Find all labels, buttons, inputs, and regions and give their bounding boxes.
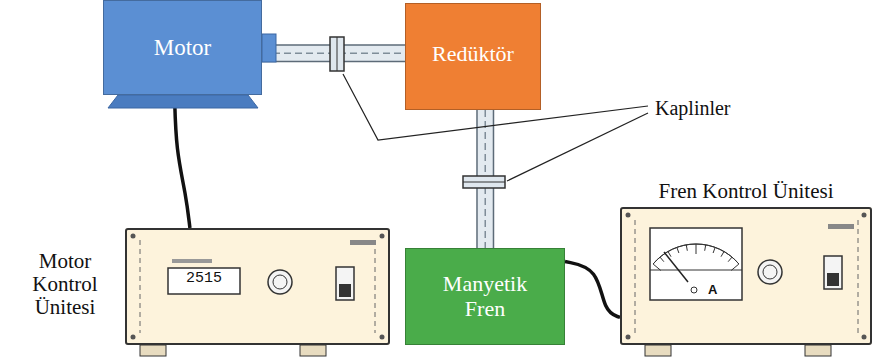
brake-box: Manyetik Fren bbox=[405, 248, 565, 345]
motor-foot bbox=[108, 95, 258, 108]
motor-control-device bbox=[125, 228, 390, 356]
unit-label: Motor Kontrol Ünitesi bbox=[9, 250, 121, 319]
part-name: Motor bbox=[154, 35, 212, 60]
callout-label: Kaplinler bbox=[655, 97, 731, 120]
part-name: Redüktör bbox=[432, 42, 514, 66]
display-value: 2515 bbox=[168, 270, 240, 287]
motor-box: Motor bbox=[103, 0, 262, 95]
unit-label: Fren Kontrol Ünitesi bbox=[622, 180, 870, 203]
coupling bbox=[463, 176, 505, 188]
coupling bbox=[330, 37, 344, 71]
control-unit: Motor Kontrol Ünitesi bbox=[125, 228, 390, 345]
motor-flange bbox=[262, 34, 276, 62]
leader-line bbox=[507, 113, 648, 181]
coupling-split bbox=[463, 182, 505, 183]
brake-control-device bbox=[620, 207, 872, 356]
unit-symbol: A bbox=[708, 282, 717, 297]
part-name: Manyetik Fren bbox=[425, 272, 545, 320]
control-unit: Fren Kontrol Ünitesi bbox=[620, 207, 872, 345]
coupling-split bbox=[337, 37, 338, 71]
reducer-box: Redüktör bbox=[405, 3, 541, 110]
cable bbox=[565, 262, 620, 318]
cable bbox=[175, 95, 190, 228]
